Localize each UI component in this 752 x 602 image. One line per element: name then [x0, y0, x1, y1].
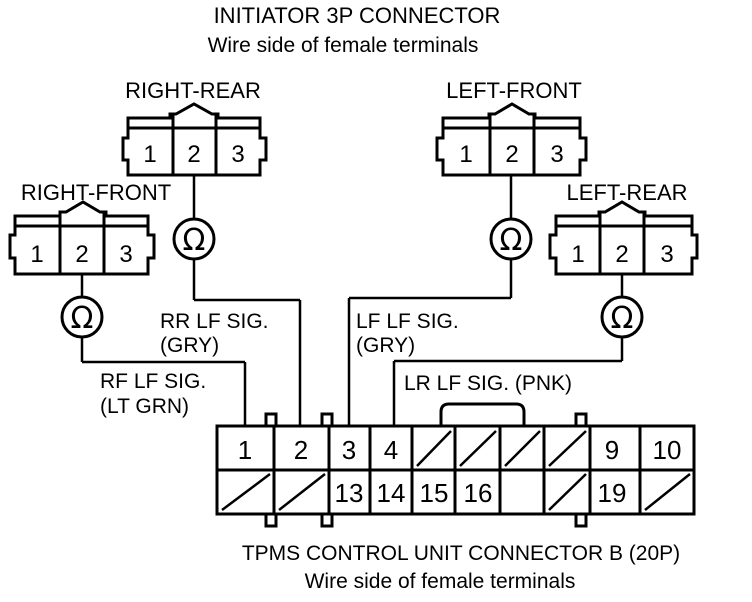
left-front-label: LEFT-FRONT [446, 78, 582, 103]
rf-wire [80, 274, 247, 426]
right-rear-label: RIGHT-REAR [125, 78, 261, 103]
cu-pin-14: 14 [377, 478, 406, 508]
lr-wire [392, 274, 624, 426]
header-title: INITIATOR 3P CONNECTOR [214, 3, 501, 28]
lf-signal-name: LF LF SIG. [356, 310, 459, 333]
rr-ohmmeter-icon [172, 217, 216, 261]
cu-pin-1: 1 [238, 435, 252, 465]
cu-pin-2: 2 [294, 435, 308, 465]
left-rear-connector: 1 2 3 [548, 200, 699, 276]
right-front-label: RIGHT-FRONT [21, 180, 171, 205]
cu-pin-4: 4 [384, 435, 398, 465]
left-rear-pin-2: 2 [615, 241, 628, 268]
lf-wire [347, 175, 513, 426]
left-rear-pin-3: 3 [660, 241, 673, 268]
footer-title: TPMS CONTROL UNIT CONNECTOR B (20P) [242, 542, 680, 565]
rf-ohmmeter-icon [60, 295, 104, 339]
lr-ohm-symbol: Ω [611, 301, 634, 336]
right-front-pin-2: 2 [75, 241, 88, 268]
left-front-pin-3: 3 [550, 141, 563, 168]
rr-wire [192, 175, 302, 426]
left-front-pin-1: 1 [459, 141, 472, 168]
cu-pin-13: 13 [335, 478, 364, 508]
control-unit-connector [215, 402, 696, 528]
cu-pin-10: 10 [653, 435, 682, 465]
lf-ohmmeter-icon [489, 217, 533, 261]
footer-subtitle: Wire side of female terminals [305, 570, 576, 593]
lf-signal-color: (GRY) [356, 334, 415, 357]
right-rear-connector: 1 2 3 [121, 102, 268, 177]
right-front-connector: 1 2 3 [8, 200, 156, 276]
rf-signal-color: (LT GRN) [100, 395, 189, 418]
cu-pin-19: 19 [598, 478, 627, 508]
cu-pin-15: 15 [420, 478, 449, 508]
rr-ohm-symbol: Ω [183, 223, 206, 258]
right-rear-pin-1: 1 [143, 141, 156, 168]
rr-signal-name: RR LF SIG. [160, 310, 269, 333]
header-subtitle: Wire side of female terminals [208, 34, 479, 57]
rf-ohm-symbol: Ω [71, 301, 94, 336]
left-rear-pin-1: 1 [571, 241, 584, 268]
right-front-pin-1: 1 [30, 241, 43, 268]
right-rear-pin-3: 3 [231, 141, 244, 168]
lr-signal-name: LR LF SIG. (PNK) [404, 372, 572, 395]
left-rear-label: LEFT-REAR [566, 180, 687, 205]
cu-pin-9: 9 [605, 435, 619, 465]
right-front-pin-3: 3 [119, 241, 132, 268]
right-rear-pin-2: 2 [187, 141, 200, 168]
rr-signal-color: (GRY) [160, 334, 219, 357]
rf-signal-name: RF LF SIG. [100, 370, 206, 393]
cu-pin-16: 16 [464, 478, 493, 508]
left-front-connector: 1 2 3 [435, 102, 588, 177]
lf-ohm-symbol: Ω [500, 223, 523, 258]
lr-ohmmeter-icon [600, 295, 644, 339]
left-front-pin-2: 2 [505, 141, 518, 168]
cu-pin-3: 3 [342, 435, 356, 465]
